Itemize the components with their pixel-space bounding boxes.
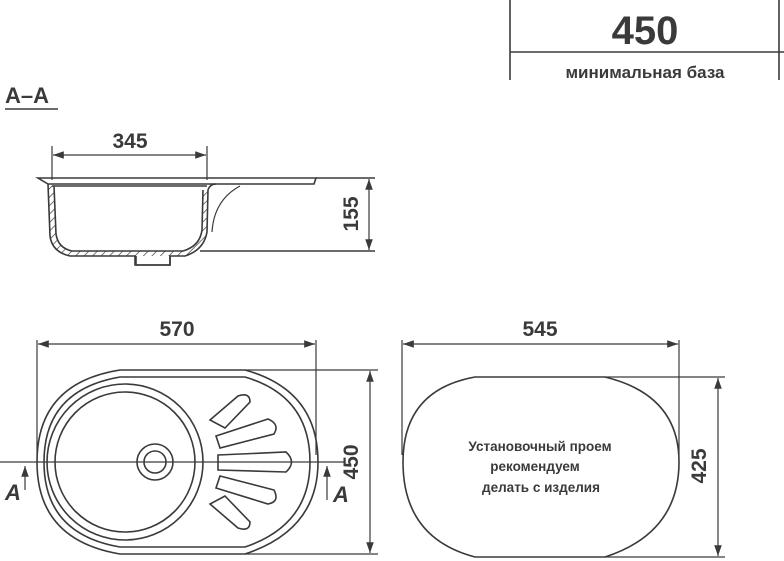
top-view: 570 A A 450 <box>0 318 378 555</box>
width-label: 450 <box>340 444 363 479</box>
section-mark-left: A <box>4 480 21 505</box>
cutout-note-line-3: делать с изделия <box>482 480 600 495</box>
length-label: 570 <box>159 318 194 341</box>
cutout-view: 545 425 Установочный проем рекомендуем д… <box>401 318 725 558</box>
base-value: 450 <box>612 9 679 53</box>
rim-profile <box>35 177 318 185</box>
cutout-note-line-1: Установочный проем <box>468 439 611 454</box>
section-view: A–A 345 155 <box>5 83 375 266</box>
cutout-note-line-2: рекомендуем <box>490 459 579 474</box>
groove-1 <box>208 394 251 429</box>
cutout-width-label: 425 <box>688 448 711 483</box>
section-title: A–A <box>5 83 49 108</box>
section-mark-right: A <box>332 482 349 507</box>
groove-2 <box>214 418 277 449</box>
drainer-grooves <box>208 394 293 530</box>
cutout-length-label: 545 <box>522 318 557 341</box>
drain-outlet <box>135 256 171 266</box>
groove-5 <box>208 495 251 530</box>
bowl-inner-wall <box>53 185 204 252</box>
min-base-block: 450 минимальная база <box>509 0 784 82</box>
bowl-width-label: 345 <box>112 130 147 153</box>
groove-4 <box>214 475 277 505</box>
base-label: минимальная база <box>565 63 725 82</box>
groove-3 <box>217 451 293 473</box>
sink-outline <box>36 369 319 555</box>
depth-label: 155 <box>340 196 363 231</box>
sink-rim-inner <box>43 376 311 548</box>
drainer-fillet <box>211 185 241 233</box>
